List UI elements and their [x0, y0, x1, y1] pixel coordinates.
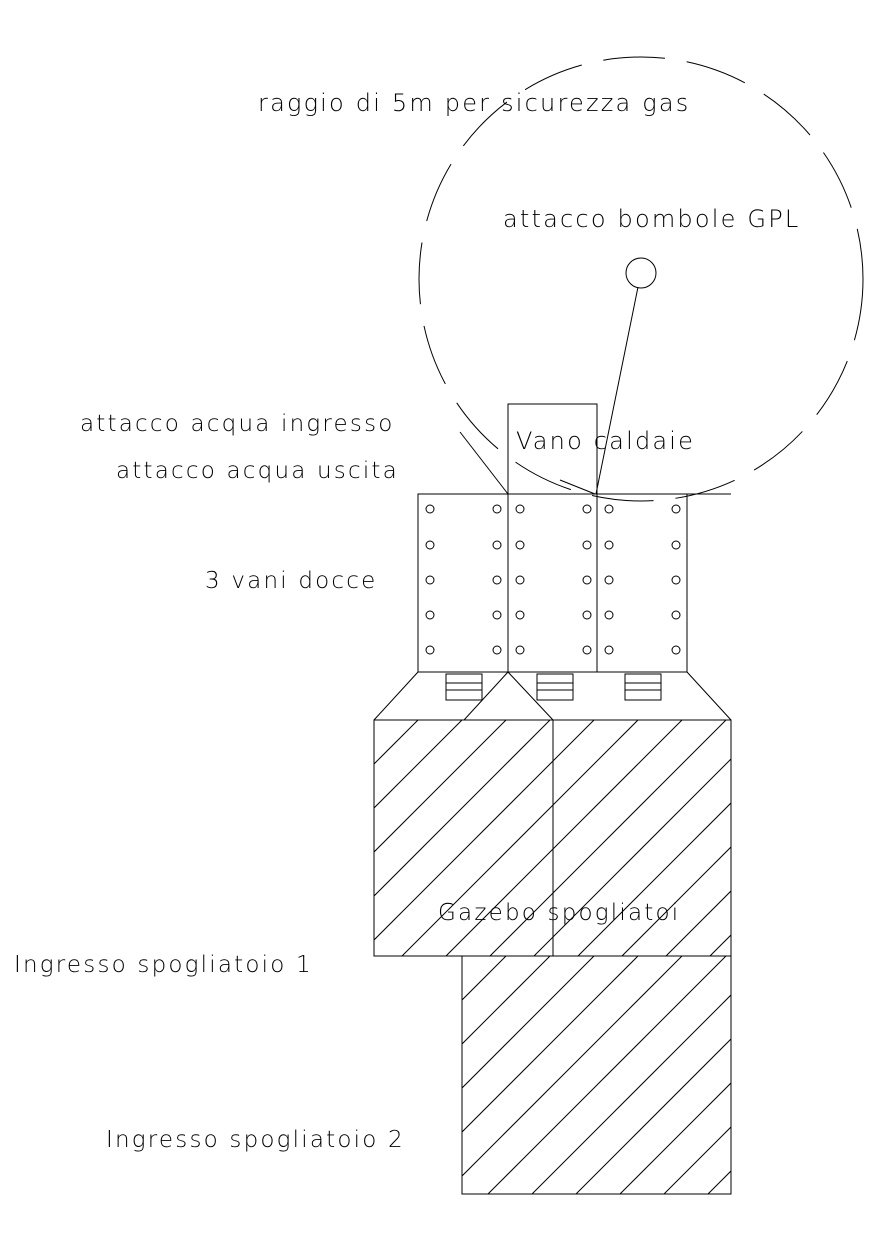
shower-nozzle — [492, 504, 502, 514]
shower-nozzle — [671, 610, 681, 620]
entrance-1-label: Ingresso spogliatoio 1 — [14, 952, 313, 978]
shower-nozzle — [671, 504, 681, 514]
shower-nozzle — [425, 575, 435, 585]
shower-nozzle — [492, 540, 502, 550]
shower-nozzle — [515, 610, 525, 620]
shower-nozzle — [582, 540, 592, 550]
step-block — [624, 673, 662, 701]
shower-nozzle — [515, 540, 525, 550]
shower-nozzle — [425, 540, 435, 550]
shower-nozzle — [671, 575, 681, 585]
shower-block — [417, 493, 731, 701]
shower-nozzle — [604, 610, 614, 620]
shower-nozzle — [604, 540, 614, 550]
shower-nozzles — [425, 504, 681, 655]
transition-walls — [373, 671, 732, 721]
step-block — [445, 673, 483, 701]
gazebo-label: Gazebo spogliatoi — [438, 900, 680, 926]
shower-nozzle — [582, 504, 592, 514]
shower-nozzle — [604, 504, 614, 514]
shower-nozzle — [492, 645, 502, 655]
water-in-label: attacco acqua ingresso — [80, 411, 395, 437]
showers-label: 3 vani docce — [205, 568, 377, 594]
shower-nozzle — [604, 575, 614, 585]
water-out-label: attacco acqua uscita — [116, 458, 399, 484]
gpl-connection-point — [625, 257, 657, 289]
shower-nozzle — [492, 575, 502, 585]
boiler-room-label: Vano caldaie — [516, 427, 695, 455]
water-out-leader — [559, 479, 596, 495]
gas-safety-radius-circle — [418, 56, 864, 502]
shower-nozzle — [671, 540, 681, 550]
shower-nozzle — [515, 575, 525, 585]
shower-nozzle — [582, 610, 592, 620]
water-in-leader — [459, 431, 509, 495]
lower-changing-room — [461, 955, 732, 1195]
shower-nozzle — [515, 504, 525, 514]
gas-radius-label: raggio di 5m per sicurezza gas — [258, 89, 691, 117]
shower-steps — [445, 673, 662, 701]
shower-nozzle — [515, 645, 525, 655]
shower-nozzle — [582, 645, 592, 655]
shower-nozzle — [425, 645, 435, 655]
shower-nozzle — [671, 645, 681, 655]
shower-nozzle — [425, 504, 435, 514]
gpl-connection-label: attacco bombole GPL — [503, 205, 800, 233]
shower-nozzle — [492, 610, 502, 620]
shower-nozzle — [425, 610, 435, 620]
shower-nozzle — [582, 575, 592, 585]
step-block — [536, 673, 574, 701]
shower-nozzle — [604, 645, 614, 655]
entrance-2-label: Ingresso spogliatoio 2 — [106, 1127, 405, 1153]
gpl-pipe-line — [595, 286, 639, 495]
